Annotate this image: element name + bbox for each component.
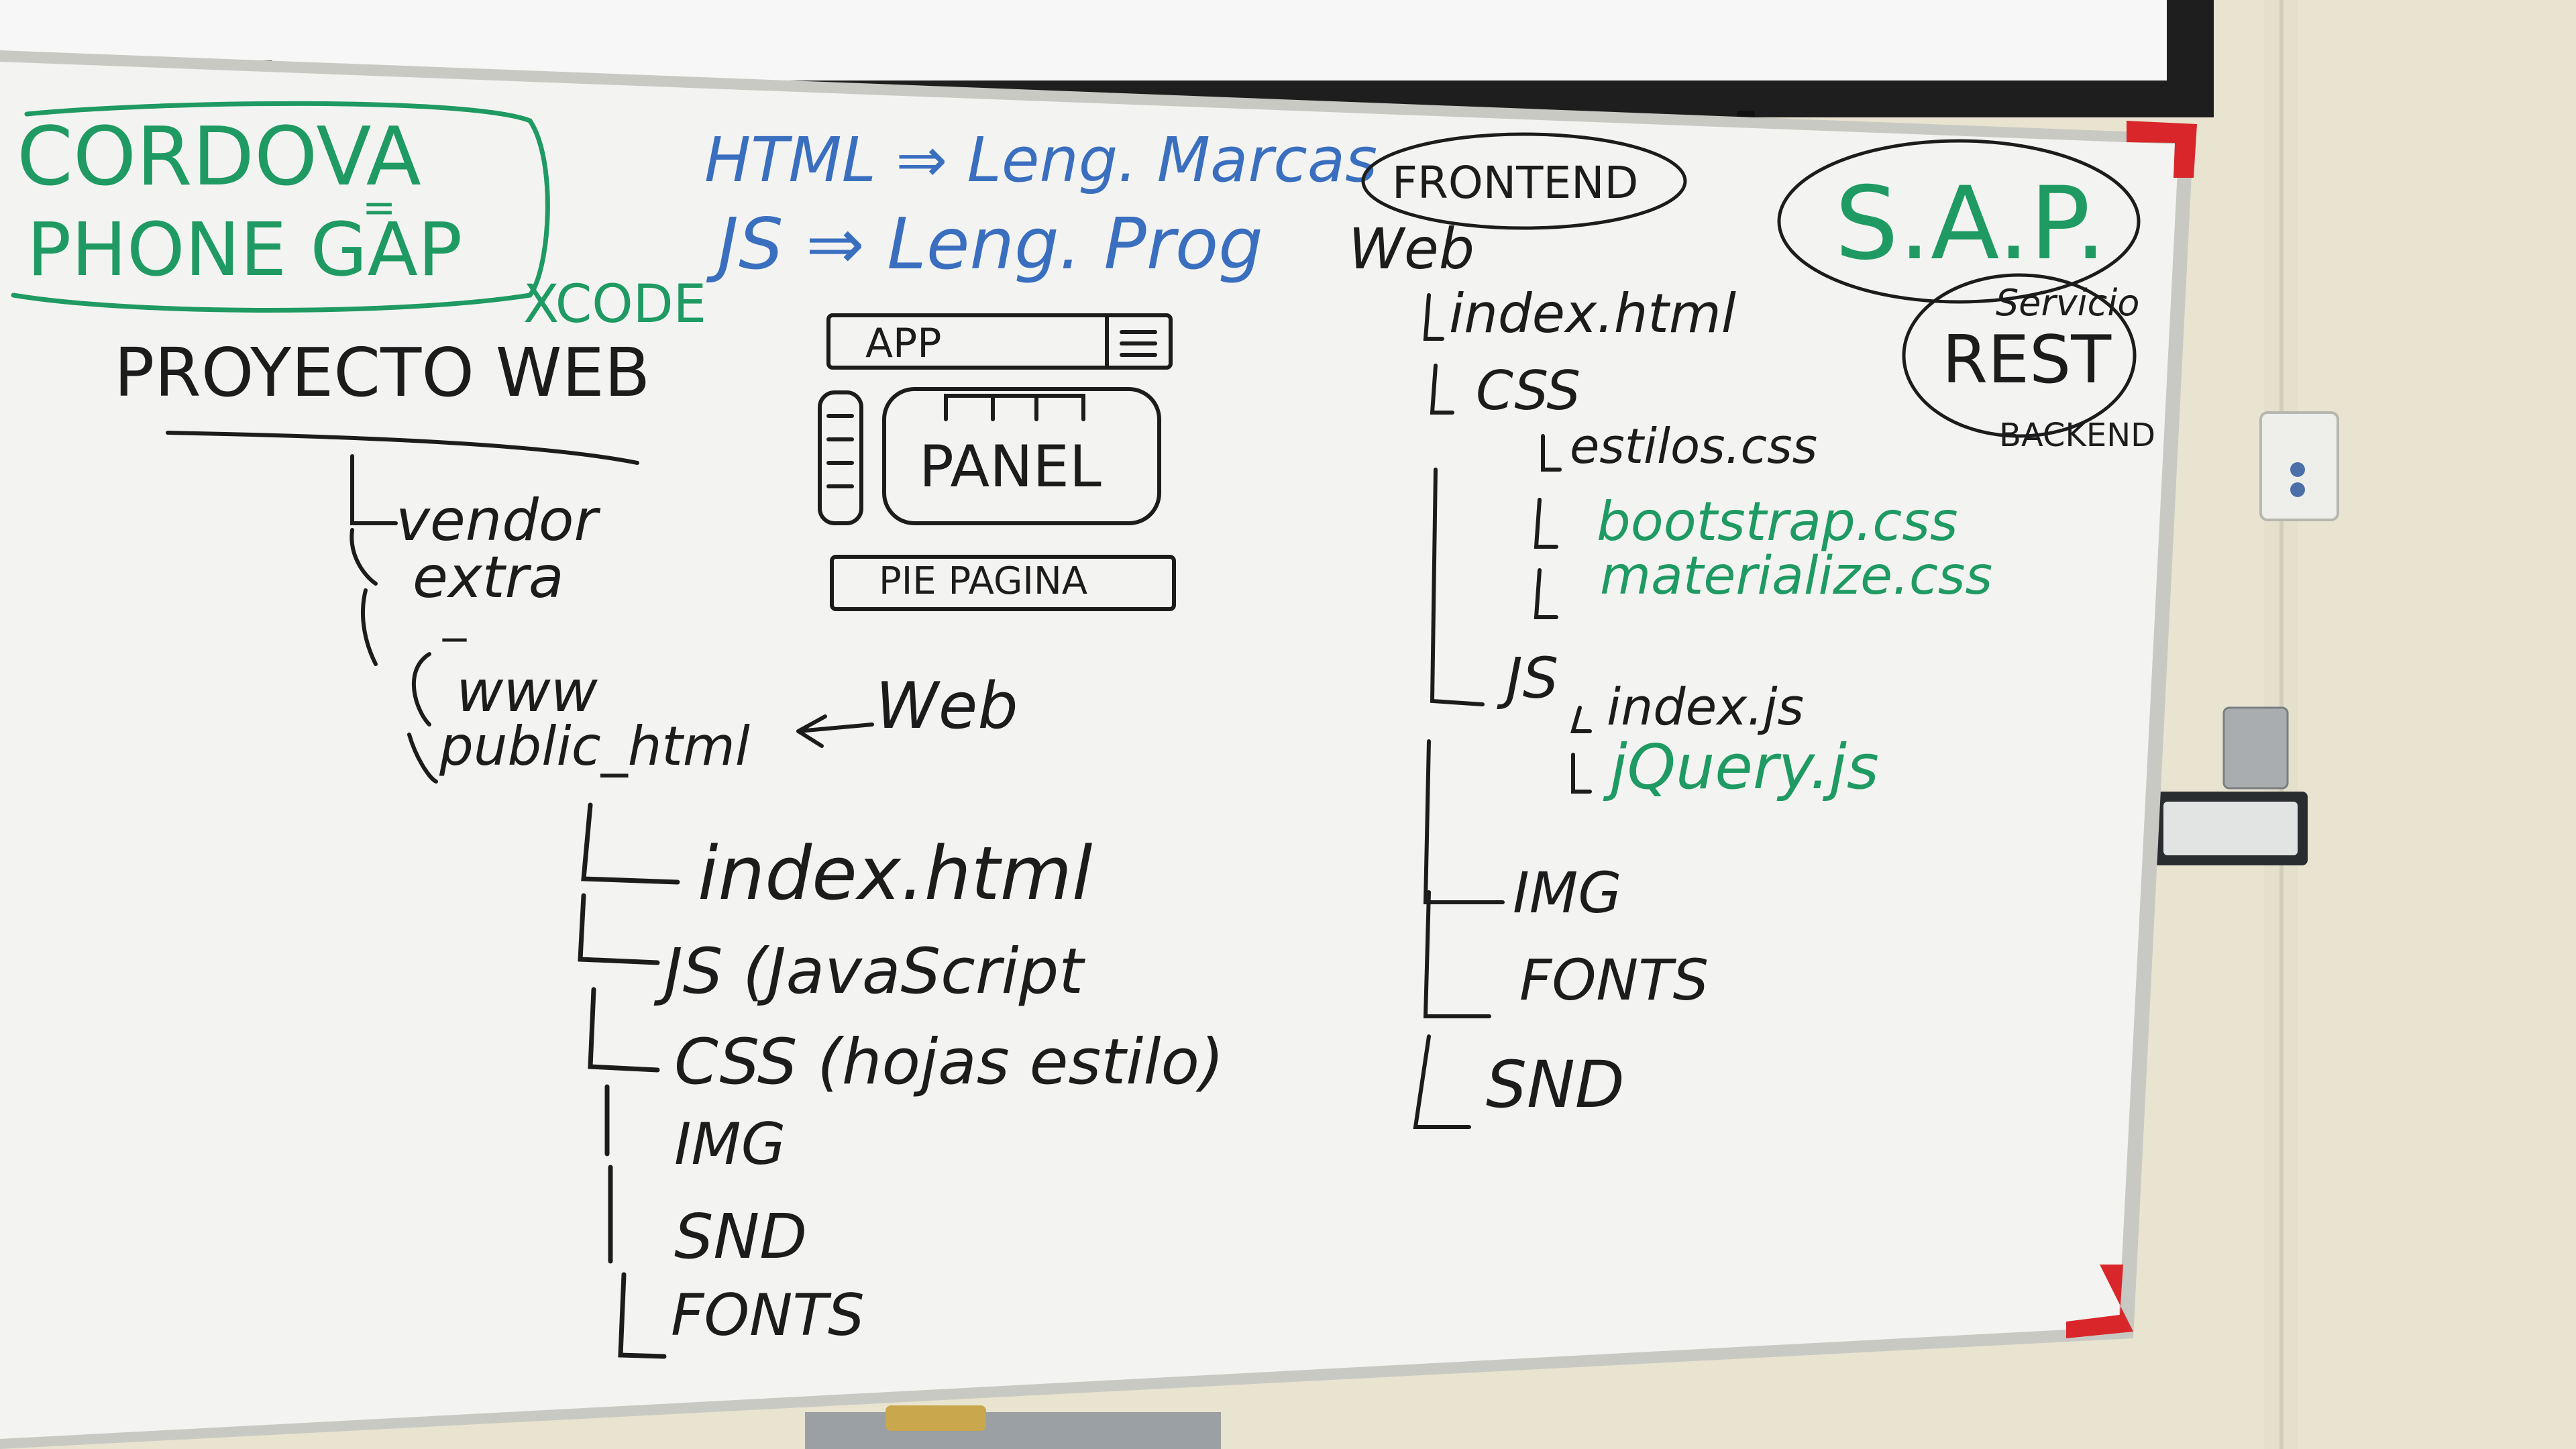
project-folder-public-html: public_html	[439, 715, 750, 777]
js-language-line: JS ⇒ Leng. Prog	[706, 203, 1263, 285]
sketch-footer-label: PIE PAGINA	[879, 559, 1087, 603]
public-html-child-css: CSS (hojas estilo)	[674, 1026, 1224, 1099]
frontend-css-file-estilos: estilos.css	[1570, 418, 1817, 474]
sketch-menu-icon	[1120, 330, 1157, 357]
project-folder-www: www	[456, 658, 598, 725]
sketch-panel-box	[882, 387, 1161, 525]
frontend-label: FRONTEND	[1392, 157, 1638, 209]
cordova-equals: =	[362, 184, 396, 231]
backend-label: BACKEND	[1999, 417, 2155, 454]
frontend-js-file-index: index.js	[1607, 677, 1804, 737]
project-underline	[166, 431, 639, 465]
servicio-label: Servicio	[1996, 282, 2139, 324]
sap-outline	[1777, 139, 2141, 304]
arrow-icon	[796, 714, 874, 748]
project-title: PROYECTO WEB	[114, 333, 650, 412]
sketch-app-label: APP	[865, 320, 941, 367]
public-html-child-js: JS (JavaScript	[653, 935, 1085, 1008]
public-html-child-fonts: FONTS	[671, 1282, 865, 1349]
sap-label: S.A.P.	[1835, 166, 2106, 282]
frontend-folder-snd: SND	[1486, 1047, 1625, 1122]
wall-sensor	[2222, 706, 2289, 790]
frontend-outline	[1361, 132, 1687, 230]
frontend-index: index.html	[1449, 282, 1736, 345]
frontend-css-file-bootstrap: bootstrap.css	[1597, 490, 1958, 553]
cordova-title: CORDOVA	[17, 111, 421, 204]
frontend-js-folder: JS	[1497, 645, 1558, 711]
sketch-app-bar	[826, 313, 1173, 370]
rest-outline	[1902, 273, 2137, 438]
html-language-line: HTML ⇒ Leng. Marcas	[704, 124, 1377, 196]
sketch-tabs	[944, 394, 1085, 421]
phonegap-title: PHONE GAP	[27, 207, 462, 292]
xcode-label: XCODE	[523, 274, 706, 335]
frontend-css-folder: CSS	[1476, 360, 1580, 422]
project-folder-blank: _	[442, 587, 467, 642]
public-html-child-img: IMG	[674, 1111, 786, 1178]
frontend-js-file-jquery: jQuery.js	[1603, 731, 1879, 803]
frontend-folder-img: IMG	[1513, 860, 1621, 926]
switch-button-icon	[2290, 462, 2305, 477]
project-folder-extra: extra	[413, 544, 564, 611]
public-html-child-snd: SND	[674, 1201, 807, 1273]
project-folder-vendor: vendor	[396, 487, 601, 554]
whiteboard-surface	[0, 62, 2179, 1439]
public-html-tree	[578, 802, 680, 1359]
frontend-css-file-materialize: materialize.css	[1600, 546, 1992, 606]
sketch-footer-box	[830, 555, 1176, 611]
marker-tray	[805, 1412, 1221, 1449]
sketch-sidebar	[818, 390, 863, 525]
frontend-folder-fonts: FONTS	[1519, 947, 1709, 1013]
corner-bottom-right	[2066, 1265, 2133, 1338]
project-tree-branch	[350, 454, 438, 784]
sketch-panel-label: PANEL	[919, 433, 1102, 500]
frontend-tree	[1413, 293, 1592, 1129]
corner-top-right	[2127, 121, 2197, 178]
marker	[885, 1405, 986, 1431]
public-html-child-index: index.html	[698, 830, 1093, 916]
frontend-root: Web	[1348, 216, 1474, 282]
project-web-target: Web	[875, 669, 1018, 743]
cordova-outline	[11, 101, 550, 313]
rest-label: REST	[1942, 322, 2112, 398]
